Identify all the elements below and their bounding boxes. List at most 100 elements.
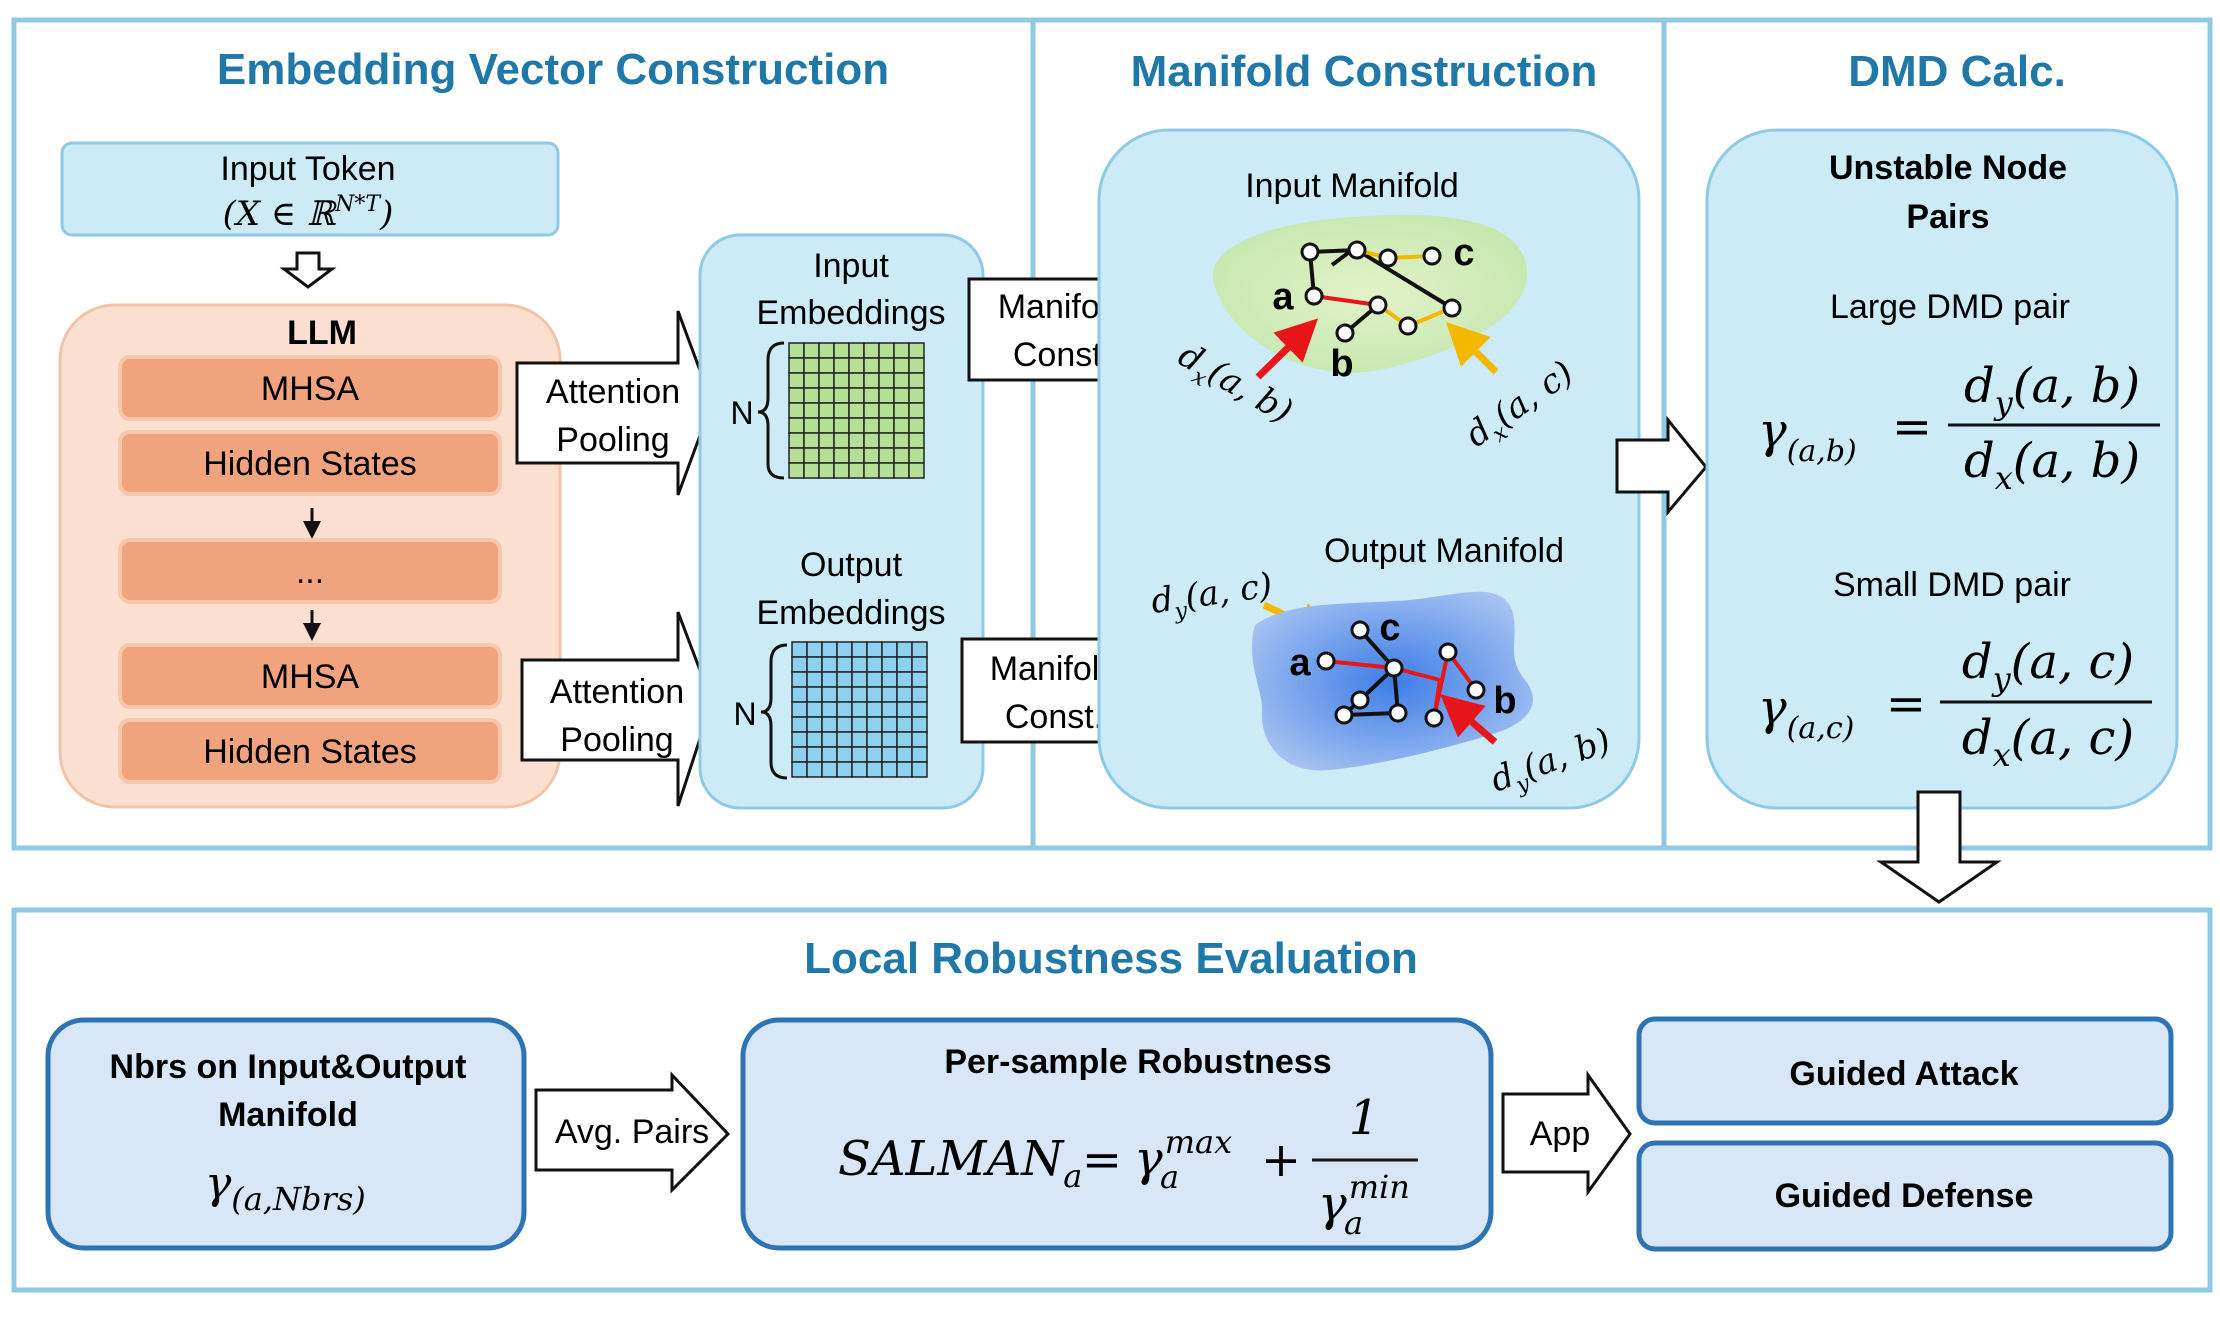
- matrix-cell: [791, 686, 808, 703]
- matrix-cell: [911, 671, 928, 688]
- matrix-cell: [896, 686, 913, 703]
- matrix-cell: [878, 432, 895, 449]
- matrix-cell: [836, 641, 853, 658]
- matrix-cell: [821, 761, 838, 778]
- matrix-cell: [896, 656, 913, 673]
- input-node-b: b: [1330, 343, 1353, 385]
- matrix-cell: [851, 671, 868, 688]
- avg-pairs-arrow: [534, 1071, 731, 1194]
- matrix-cell: [818, 447, 835, 464]
- layer-ellipsis: [118, 538, 502, 604]
- matrix-cell: [788, 417, 805, 434]
- matrix-cell: [803, 387, 820, 404]
- matrix-cell: [791, 761, 808, 778]
- matrix-cell: [911, 686, 928, 703]
- matrix-cell: [896, 701, 913, 718]
- matrix-cell: [833, 432, 850, 449]
- matrix-cell: [806, 731, 823, 748]
- matrix-cell: [878, 387, 895, 404]
- manifold-const-bottom-2: Const.: [1005, 698, 1103, 736]
- small-numerator: dy(a, c): [1962, 634, 2134, 698]
- input-manifold-title: Input Manifold: [1245, 167, 1459, 205]
- matrix-cell: [836, 716, 853, 733]
- matrix-cell: [866, 731, 883, 748]
- matrix-cell: [911, 746, 928, 763]
- matrix-cell: [836, 761, 853, 778]
- matrix-cell: [803, 417, 820, 434]
- matrix-cell: [818, 402, 835, 419]
- salman-gamma-max-sub: a: [1160, 1158, 1179, 1196]
- matrix-cell: [806, 701, 823, 718]
- attention-pooling-top-1: Attention: [546, 373, 680, 411]
- matrix-cell: [896, 746, 913, 763]
- large-denominator: dx(a, b): [1964, 433, 2140, 497]
- input-embeddings-1: Input: [813, 247, 889, 285]
- small-dmd-label: Small DMD pair: [1833, 566, 2071, 604]
- matrix-cell: [863, 447, 880, 464]
- input-node-a: a: [1272, 276, 1294, 318]
- matrix-cell: [866, 641, 883, 658]
- small-denominator: dx(a, c): [1962, 710, 2134, 774]
- matrix-cell: [806, 761, 823, 778]
- matrix-cell: [911, 716, 928, 733]
- matrix-cell: [803, 357, 820, 374]
- matrix-cell: [848, 372, 865, 389]
- guided-defense-box: [1636, 1140, 2174, 1252]
- matrix-cell: [908, 372, 925, 389]
- matrix-cell: [821, 701, 838, 718]
- yellow-arrow-dx-ac: [1446, 322, 1499, 375]
- layer-hidden-1-label: Hidden States: [203, 445, 417, 483]
- matrix-cell: [908, 447, 925, 464]
- matrix-cell: [833, 372, 850, 389]
- matrix-cell: [866, 701, 883, 718]
- matrix-cell: [821, 641, 838, 658]
- salman-gamma-min: γmin: [1318, 1168, 1410, 1232]
- matrix-cell: [836, 671, 853, 688]
- matrix-cell: [791, 716, 808, 733]
- matrix-cell: [881, 671, 898, 688]
- matrix-cell: [878, 417, 895, 434]
- layer-hidden-1: [118, 430, 502, 496]
- matrix-cell: [833, 342, 850, 359]
- matrix-cell: [821, 656, 838, 673]
- local-frame: [11, 907, 2213, 1293]
- large-dmd-label: Large DMD pair: [1830, 288, 2070, 326]
- salman-eq: =: [1082, 1132, 1122, 1188]
- matrix-cell: [833, 447, 850, 464]
- llm-title: LLM: [287, 314, 357, 352]
- matrix-cell: [788, 357, 805, 374]
- matrix-cell: [788, 462, 805, 479]
- attention-pooling-arrow-top: [515, 310, 714, 496]
- input-token-formula: (X ∈ ℝN*T): [223, 192, 394, 234]
- app-label: App: [1530, 1115, 1591, 1153]
- input-token-box: [60, 141, 560, 237]
- matrix-cell: [791, 746, 808, 763]
- manifold-const-bottom-1: Manifold: [990, 650, 1119, 688]
- guided-defense-label: Guided Defense: [1775, 1177, 2034, 1215]
- matrix-cell: [863, 462, 880, 479]
- layer-mhsa-2: [118, 643, 502, 709]
- matrix-cell: [866, 686, 883, 703]
- matrix-cell: [878, 342, 895, 359]
- matrix-cell: [893, 432, 910, 449]
- salman-one: 1: [1349, 1090, 1380, 1146]
- salman-lhs: SALMANa: [838, 1131, 1082, 1195]
- matrix-cell: [788, 372, 805, 389]
- matrix-cell: [893, 462, 910, 479]
- dmd-title-1: Unstable Node: [1829, 149, 2067, 187]
- matrix-cell: [851, 746, 868, 763]
- matrix-cell: [881, 656, 898, 673]
- matrix-cell: [806, 641, 823, 658]
- matrix-cell: [881, 701, 898, 718]
- output-node-a: a: [1289, 642, 1311, 684]
- red-arrow-dy-ab: [1440, 694, 1498, 745]
- matrix-cell: [896, 761, 913, 778]
- matrix-cell: [908, 387, 925, 404]
- matrix-cell: [863, 372, 880, 389]
- matrix-cell: [896, 716, 913, 733]
- matrix-cell: [803, 402, 820, 419]
- matrix-cell: [908, 402, 925, 419]
- matrix-cell: [821, 686, 838, 703]
- matrix-cell: [866, 746, 883, 763]
- dmd-title-2: Pairs: [1906, 198, 1989, 236]
